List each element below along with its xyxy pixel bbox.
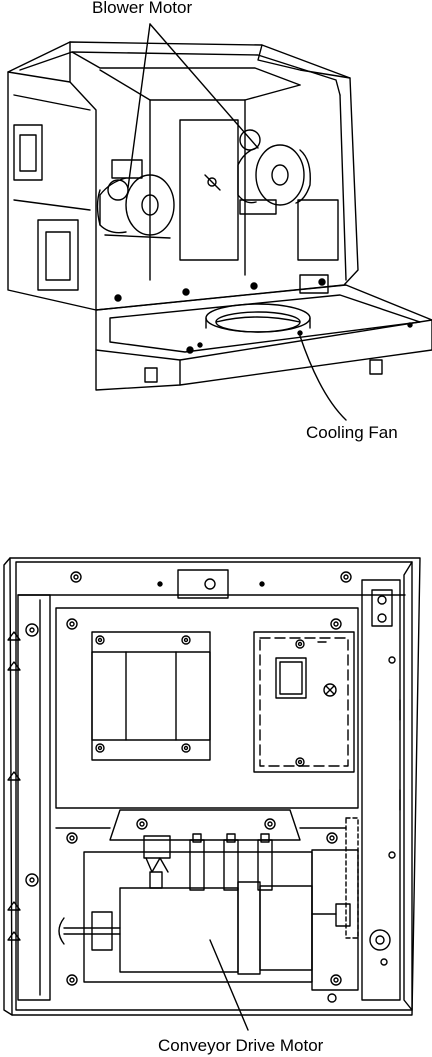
conveyor-drive-motor: [59, 836, 312, 982]
blower-motor-label: Blower Motor: [92, 0, 192, 18]
oven-cavity-figure: [8, 24, 432, 420]
control-board: [254, 632, 354, 772]
conveyor-drive-motor-label: Conveyor Drive Motor: [158, 1036, 323, 1056]
blower-leader-left: [128, 24, 150, 188]
transformer: [92, 632, 210, 760]
cooling-fan-leader: [300, 336, 346, 420]
left-blower-motor: [98, 160, 175, 238]
conveyor-motor-leader: [210, 940, 248, 1030]
blower-leader-right: [150, 24, 258, 148]
control-compartment-figure: [4, 558, 420, 1030]
right-blower-motor: [238, 130, 310, 214]
cooling-fan: [206, 304, 310, 332]
cooling-fan-label: Cooling Fan: [306, 423, 398, 443]
